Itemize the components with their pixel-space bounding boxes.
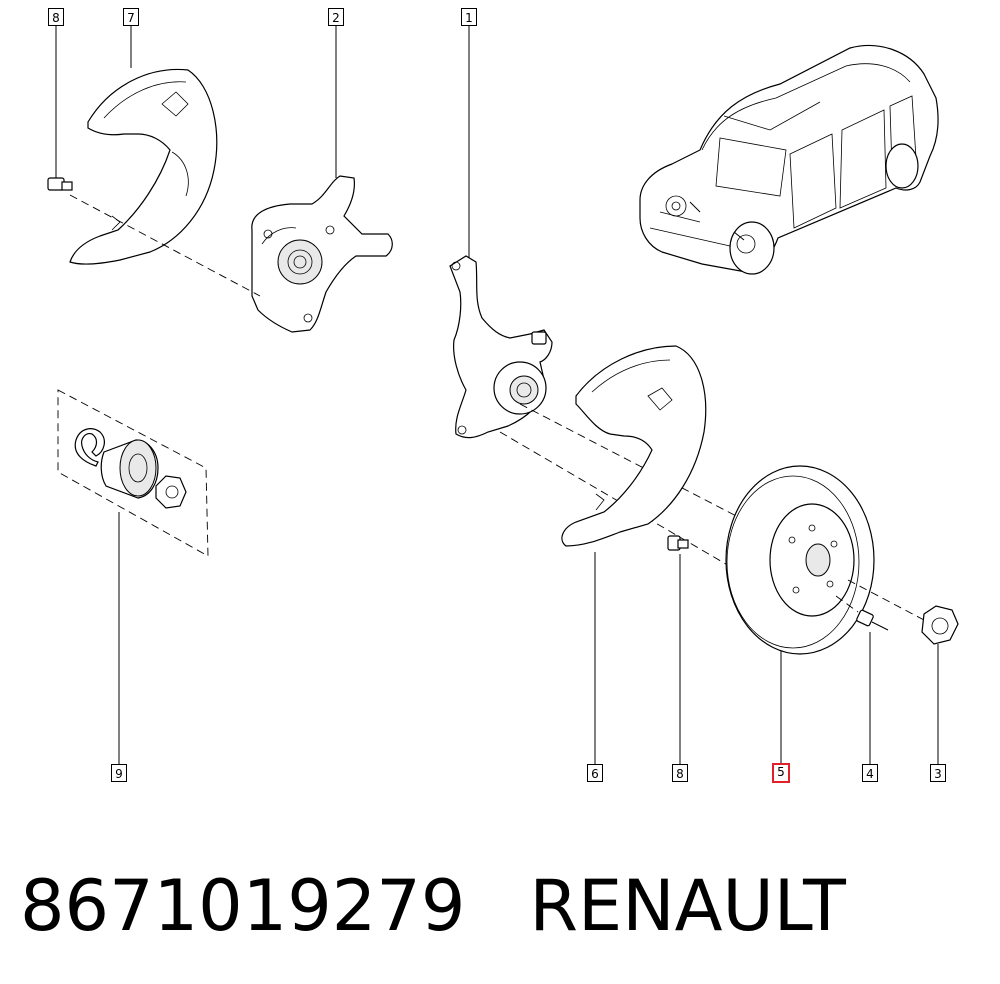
steering-knuckle-center <box>449 255 553 439</box>
hub-nut <box>847 579 959 645</box>
part-number: 8671019279 <box>20 865 466 947</box>
bolt-center <box>667 535 689 551</box>
callout-3: 3 <box>930 764 946 782</box>
callout-5-highlighted: 5 <box>772 763 790 783</box>
callout-7: 7 <box>123 8 139 26</box>
brand-name: RENAULT <box>529 865 846 947</box>
bearing-kit <box>57 389 209 557</box>
callout-8: 8 <box>48 8 64 26</box>
caption: 8671019279 RENAULT <box>20 856 846 956</box>
brake-disc <box>725 465 875 655</box>
splash-shield-right <box>561 345 707 547</box>
bolt-upper <box>47 177 73 191</box>
callout-2: 2 <box>328 8 344 26</box>
callout-1: 1 <box>461 8 477 26</box>
splash-shield-upper <box>69 68 218 265</box>
callout-9: 9 <box>111 764 127 782</box>
callout-8-lower: 8 <box>672 764 688 782</box>
callout-6: 6 <box>587 764 603 782</box>
vehicle-illustration <box>639 44 939 275</box>
exploded-parts-diagram: 8 7 2 1 9 6 8 5 4 3 <box>47 8 959 783</box>
callout-4: 4 <box>862 764 878 782</box>
steering-knuckle-upper <box>251 175 393 333</box>
disc-screw <box>835 595 889 631</box>
